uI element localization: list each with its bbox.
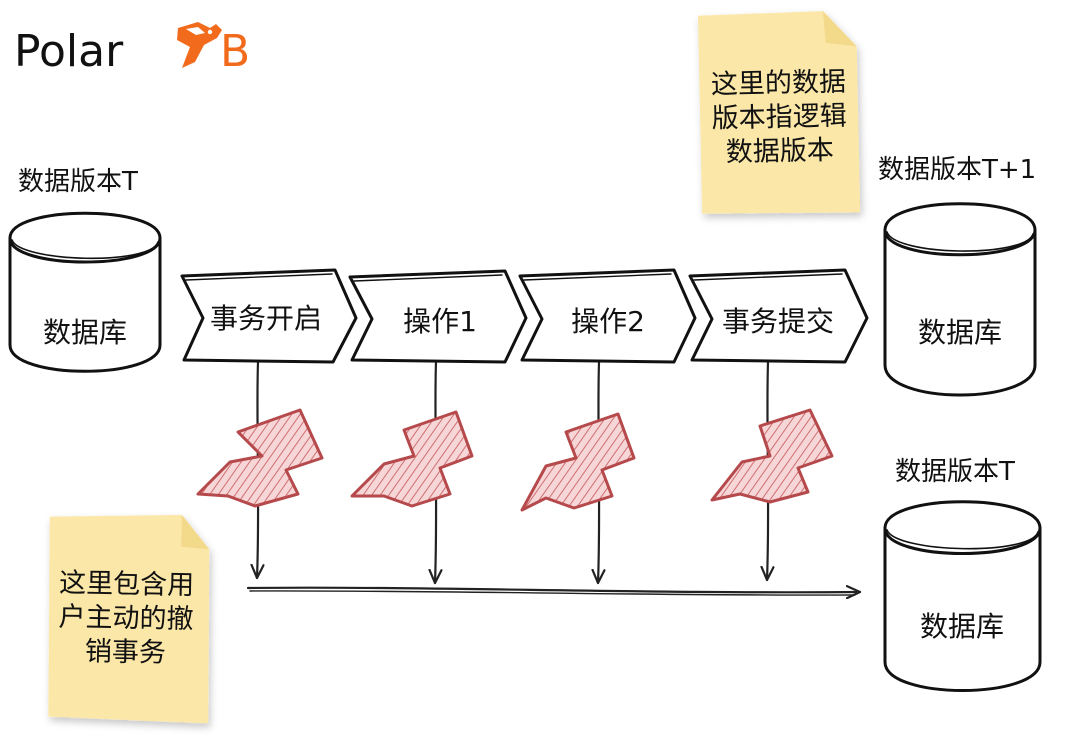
note-line: 这里包含用 xyxy=(59,568,195,601)
step-label: 事务提交 xyxy=(722,305,834,338)
lightning-icon xyxy=(710,408,834,504)
step-label: 事务开启 xyxy=(210,302,322,335)
logo-text-b: B xyxy=(220,26,250,77)
step-operation-1: 操作1 xyxy=(348,269,528,364)
note-line: 数据版本 xyxy=(726,135,835,168)
database-body-label: 数据库 xyxy=(920,610,1004,643)
database-version-label: 数据版本T xyxy=(895,457,1015,487)
cylinder-icon xyxy=(883,500,1042,692)
note-line: 销事务 xyxy=(85,636,167,668)
database-body-label: 数据库 xyxy=(918,316,1002,349)
step-label: 操作2 xyxy=(571,305,645,338)
step-transaction-commit: 事务提交 xyxy=(688,268,869,364)
lightning-icon xyxy=(520,412,636,512)
step-label: 操作1 xyxy=(403,305,477,338)
lightning-icon xyxy=(350,410,474,508)
database-version-label: 数据版本T xyxy=(18,167,138,197)
logo-text-polar: Polar xyxy=(14,26,124,77)
database-version-label: 数据版本T+1 xyxy=(878,155,1036,185)
step-transaction-begin: 事务开启 xyxy=(180,268,358,364)
step-operation-2: 操作2 xyxy=(518,268,697,364)
failure-indicators xyxy=(196,408,834,512)
cylinder-icon xyxy=(883,202,1037,397)
polardb-logo: Polar B xyxy=(14,22,250,77)
database-rollback: 数据版本T 数据库 xyxy=(883,457,1042,692)
cylinder-icon xyxy=(8,211,162,373)
note-line: 这里的数据 xyxy=(711,67,847,101)
database-source: 数据版本T 数据库 xyxy=(8,167,162,373)
lightning-icon xyxy=(196,408,324,508)
note-logical-version: 这里的数据 版本指逻辑 数据版本 xyxy=(698,11,861,214)
note-user-rollback: 这里包含用 户主动的撤 销事务 xyxy=(48,514,210,724)
process-steps: 事务开启 操作1 操作2 事务提交 xyxy=(180,268,869,364)
database-body-label: 数据库 xyxy=(43,316,127,349)
database-committed: 数据版本T+1 数据库 xyxy=(878,155,1037,397)
note-line: 户主动的撤 xyxy=(58,602,194,635)
logo-bear-icon xyxy=(177,22,222,68)
note-line: 版本指逻辑 xyxy=(711,101,847,135)
